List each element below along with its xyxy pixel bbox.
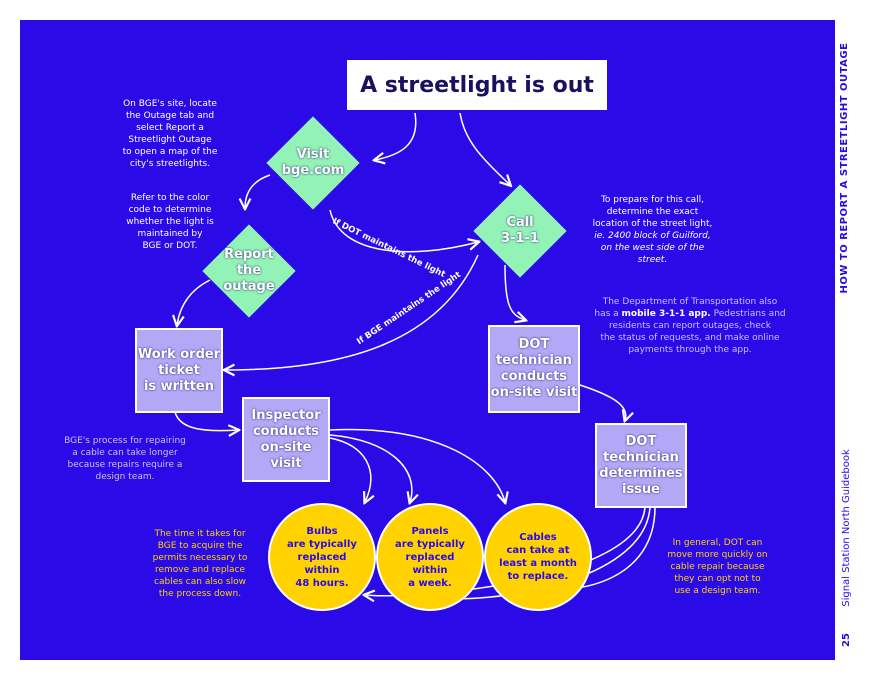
arrow-dotvisit-to-dotdetermine [579,384,626,420]
diagram-panel: A streetlight is out Visit bge.com Call … [20,20,835,660]
work-order-box: Work order ticket is written [135,328,223,413]
arrow-visit-to-report [245,174,271,208]
call-label: Call 3-1-1 [501,215,539,246]
arrow-title-to-call [459,112,510,185]
arrow-inspector-to-cables [329,428,505,502]
arrow-inspector-to-panels [329,434,412,502]
arrow-title-to-visit [375,112,417,160]
note-prepare: To prepare for this call, determine the … [565,194,740,266]
arrow-call-to-workorder [225,254,479,370]
note-app: The Department of Transportation also ha… [580,296,800,356]
sidebar-heading: HOW TO REPORT A STREETLIGHT OUTAGE [839,42,850,294]
arrow-inspector-to-bulbs [329,437,371,502]
note-app-bold: mobile 3-1-1 app. [621,309,711,319]
dot-visit-box: DOT technician conducts on-site visit [488,325,580,413]
note-app-part2: Pedestrians and residents can report out… [600,309,786,355]
title-text: A streetlight is out [360,72,594,98]
report-label: Report the outage [223,247,275,294]
visit-label: Visit bge.com [281,147,345,178]
title-box: A streetlight is out [347,60,607,110]
note-app-part1: The Department of Transportation also ha… [594,297,778,319]
panels-circle: Panels are typically replaced within a w… [376,503,484,611]
note-color-code: Refer to the color code to determine whe… [126,193,214,251]
cables-circle: Cables can take at least a month to repl… [484,503,592,611]
note-prepare-line1: To prepare for this call, determine the … [592,195,713,229]
arrow-report-to-workorder [177,279,211,325]
bulbs-circle: Bulbs are typically replaced within 48 h… [268,503,376,611]
arrow-workorder-to-inspector [174,411,238,431]
arrow-call-to-dotvisit [504,264,525,320]
page-sidebar: HOW TO REPORT A STREETLIGHT OUTAGE Signa… [835,20,860,660]
note-bge-site: On BGE's site, locate the Outage tab and… [122,99,218,169]
note-dot-quick: In general, DOT can move more quickly on… [667,538,768,596]
sidebar-page-number: 25 [841,633,852,647]
inspector-box: Inspector conducts on-site visit [242,397,330,482]
sidebar-book-title: Signal Station North Guidebook [841,449,852,607]
note-prepare-line2: ie. 2400 block of Guilford, on the west … [594,231,711,265]
note-permits: The time it takes for BGE to acquire the… [152,529,248,599]
dot-determines-box: DOT technician determines issue [595,423,687,508]
arrow-visit-to-call [329,209,478,253]
note-bge-process: BGE's process for repairing a cable can … [64,436,186,482]
